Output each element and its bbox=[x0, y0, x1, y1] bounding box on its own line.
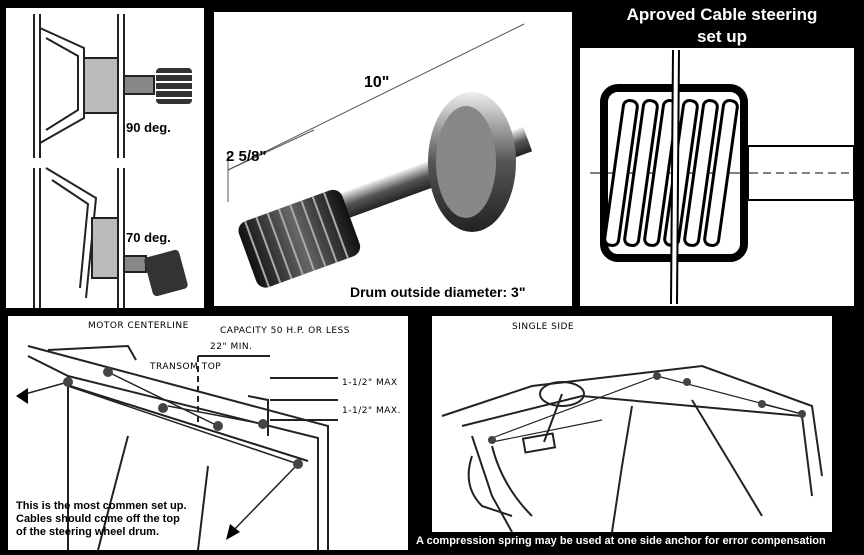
dimension-long: 10" bbox=[364, 74, 390, 91]
compression-spring-caption: A compression spring may be used at one … bbox=[416, 535, 826, 547]
max-label-1: 1-1/2" MAX bbox=[342, 378, 398, 388]
capacity-label: CAPACITY 50 H.P. OR LESS bbox=[220, 326, 350, 336]
steering-angle-illustration bbox=[33, 14, 192, 308]
drum-illustration bbox=[227, 23, 533, 288]
transom-setup-illustration bbox=[16, 344, 338, 550]
single-side-label: SINGLE SIDE bbox=[512, 322, 575, 332]
angle-label-70: 70 deg. bbox=[126, 230, 171, 245]
setup-note-line-2: Cables should come off the top bbox=[16, 513, 180, 525]
min-distance-label: 22" MIN. bbox=[210, 342, 253, 352]
max-label-2: 1-1/2" MAX. bbox=[342, 406, 401, 416]
cable-wrap-illustration bbox=[590, 49, 854, 305]
motor-centerline-label: MOTOR CENTERLINE bbox=[88, 321, 189, 331]
drum-diameter-caption: Drum outside diameter: 3" bbox=[350, 284, 526, 300]
dimension-short: 2 5/8" bbox=[226, 148, 267, 165]
cable-wrap-panel bbox=[580, 48, 854, 306]
steering-angle-panel: 90 deg. 70 deg. bbox=[6, 8, 204, 308]
setup-note-line-1: This is the most commen set up. bbox=[16, 500, 187, 512]
transom-top-label: TRANSOM TOP bbox=[150, 362, 222, 372]
setup-note: This is the most commen set up. Cables s… bbox=[16, 500, 187, 539]
transom-setup-panel: MOTOR CENTERLINE CAPACITY 50 H.P. OR LES… bbox=[8, 316, 408, 550]
setup-note-line-3: of the steering wheel drum. bbox=[16, 526, 160, 538]
single-side-illustration bbox=[441, 364, 823, 532]
single-side-panel: SINGLE SIDE bbox=[432, 316, 832, 532]
title-line-1: Aproved Cable steering bbox=[626, 5, 818, 24]
drum-photo-panel: 10" 2 5/8" Drum outside diameter: 3" bbox=[214, 12, 572, 306]
angle-label-90: 90 deg. bbox=[126, 120, 171, 135]
page-title: Aproved Cable steering set up bbox=[584, 4, 860, 48]
title-line-2: set up bbox=[696, 27, 748, 46]
